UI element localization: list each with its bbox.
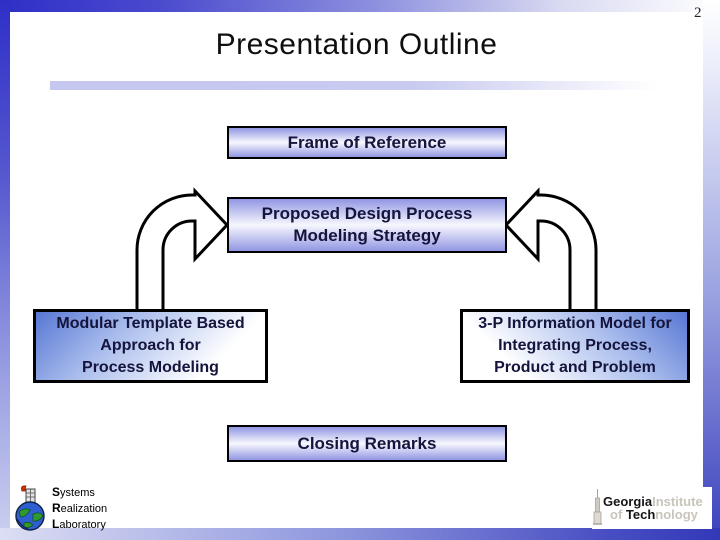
gt-word-institute: Institute [652,494,703,509]
outline-box-label: Modular Template Based Approach for Proc… [56,315,245,376]
srl-line-laboratory: Laboratory [52,517,106,531]
slide-frame-right-bar [703,0,720,540]
outline-box-label: Proposed Design Process Modeling Strateg… [261,204,473,245]
georgia-tech-logo: GeorgiaInstitute of Technology [592,487,712,529]
outline-box-proposed-design-process: Proposed Design Process Modeling Strateg… [227,197,507,253]
outline-box-frame-of-reference: Frame of Reference [227,126,507,159]
gt-word-georgia: Georgia [603,494,653,509]
slide-frame-bottom-bar [0,528,720,540]
slide-page-number: 2 [694,5,702,21]
georgia-tech-logo-text: GeorgiaInstitute of Technology [603,495,703,521]
outline-box-label: 3-P Information Model for Integrating Pr… [478,315,672,376]
outline-box-modular-template-approach: Modular Template Based Approach for Proc… [33,309,268,383]
srl-globe-icon [15,485,45,531]
gt-word-tech: Tech [625,507,656,522]
gt-word-nology: nology [655,507,698,522]
title-underline-bar [50,81,710,90]
slide-title: Presentation Outline [215,28,498,61]
outline-box-closing-remarks: Closing Remarks [227,425,507,462]
outline-box-3p-information-model: 3-P Information Model for Integrating Pr… [460,309,690,383]
outline-box-label: Frame of Reference [287,132,447,152]
curved-arrow-left-icon [135,187,230,313]
gt-tower-icon [593,489,602,525]
outline-box-label: Closing Remarks [297,433,437,453]
srl-logo-text: Systems Realization Laboratory [52,485,107,533]
curved-arrow-right-icon [503,187,598,313]
gt-word-of: of [610,507,626,522]
srl-line-realization: Realization [52,501,108,515]
srl-line-systems: Systems [52,485,95,499]
slide-frame-left-bar [0,0,10,540]
slide-frame-top-bar [0,0,720,12]
